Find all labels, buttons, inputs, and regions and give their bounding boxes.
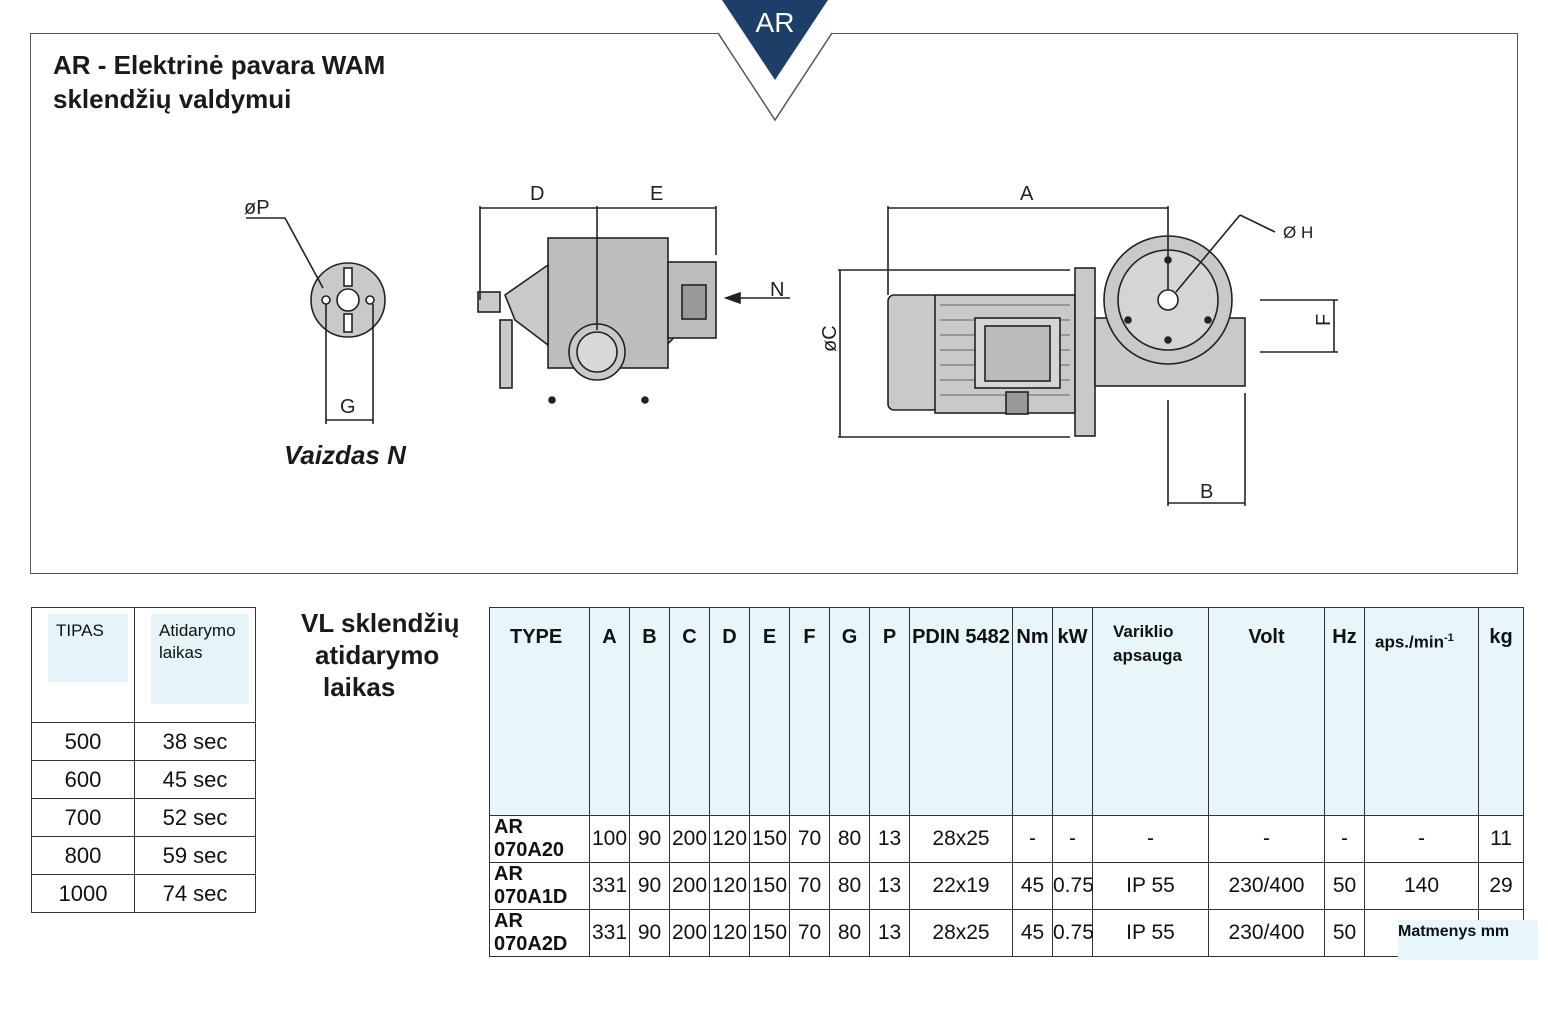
th-laikas: Atidarymo laikas (134, 607, 256, 723)
caption-line-2: atidarymo (315, 640, 440, 670)
title-line-1: AR - Elektrinė pavara WAM (53, 50, 386, 80)
dim-label-g: G (340, 396, 356, 418)
th-pdin: PDIN 5482 (909, 607, 1013, 816)
dim-label-c: øC (819, 325, 841, 352)
view-n-label: Vaizdas N (284, 440, 406, 470)
th-f: F (789, 607, 830, 816)
dim-label-n: N (770, 279, 784, 301)
front-view-motor (838, 206, 1338, 506)
units-note: Matmenys mm (1398, 920, 1538, 960)
view-n-flange (246, 217, 386, 424)
th-tipas: TIPAS (31, 607, 135, 723)
technical-drawing: øP G D E N A øC Ø H F B (244, 183, 1338, 506)
dim-label-b: B (1200, 481, 1213, 503)
side-view-drive (477, 206, 790, 404)
th-d: D (709, 607, 750, 816)
th-rpm: aps./min-1 (1364, 607, 1479, 816)
dim-label-d: D (530, 183, 544, 205)
spec-table: TYPE A B C D E F G P PDIN 5482 Nm kW Var… (489, 607, 1524, 957)
th-b: B (629, 607, 670, 816)
page-title: AR - Elektrinė pavara WAM sklendžių vald… (53, 48, 385, 116)
ar-badge: AR (718, 0, 832, 122)
th-type: TYPE (489, 607, 590, 816)
th-g: G (829, 607, 870, 816)
th-volt: Volt (1208, 607, 1325, 816)
title-line-2: sklendžių valdymui (53, 84, 292, 114)
th-a: A (589, 607, 630, 816)
th-kg: kg (1478, 607, 1524, 816)
th-c: C (669, 607, 710, 816)
th-p: P (869, 607, 910, 816)
th-kw: kW (1052, 607, 1093, 816)
dim-label-p: øP (244, 197, 270, 219)
caption-line-3: laikas (323, 672, 396, 702)
dim-label-a: A (1020, 183, 1034, 205)
dim-label-f: F (1313, 314, 1335, 326)
caption-line-1: VL sklendžių (301, 608, 460, 638)
dim-label-e: E (650, 183, 663, 205)
badge-label: AR (756, 7, 795, 38)
dim-label-h: Ø H (1283, 223, 1313, 242)
th-e: E (749, 607, 790, 816)
th-nm: Nm (1012, 607, 1053, 816)
th-hz: Hz (1324, 607, 1365, 816)
side-caption: VL sklendžių atidarymo laikas (301, 607, 459, 703)
